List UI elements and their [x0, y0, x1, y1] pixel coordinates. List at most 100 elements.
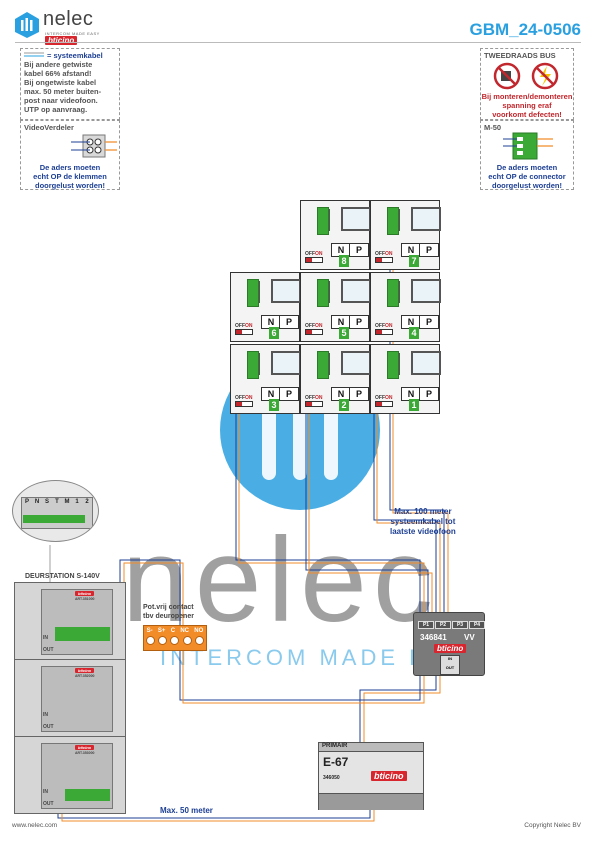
footer-website: www.nelec.com	[12, 822, 58, 829]
relay-label: Pot.vrij contact tbv deuropener	[143, 603, 194, 621]
monitor-cell: OFFON N P 5	[300, 272, 371, 342]
terminal-label: 1	[75, 499, 79, 505]
power-switch: OFFON	[305, 395, 323, 407]
splitter-note-line: echt OP de klemmen	[33, 172, 107, 181]
monitor-screen	[341, 207, 371, 231]
in-label: IN	[43, 789, 48, 795]
distributor-port: P2	[435, 621, 451, 629]
np-p: P	[279, 387, 299, 401]
no-power-icon	[493, 62, 559, 90]
switch-off-label: OFF	[305, 395, 315, 401]
door-module-1: bticino ART.351000 IN OUT	[14, 582, 126, 660]
power-switch: OFFON	[305, 323, 323, 335]
splitter-note-line: doorgelust worden!	[35, 181, 105, 190]
terminal-block-icon	[71, 134, 117, 158]
monitor-number: 7	[409, 255, 419, 267]
bus-note-title: TWEEDRAADS BUS	[484, 51, 556, 60]
np-p: P	[349, 243, 369, 257]
terminal-labels-icon	[329, 281, 334, 303]
monitor-number: 2	[339, 399, 349, 411]
power-code: 346050	[323, 775, 340, 781]
monitor-screen	[341, 279, 371, 303]
m50-note-line: echt OP de connector	[488, 172, 566, 181]
switch-off-label: OFF	[375, 395, 385, 401]
cable-note-title: = systeemkabel	[47, 51, 103, 60]
monitor-screen	[411, 279, 441, 303]
door-module-connector	[55, 627, 110, 641]
bticino-badge: bticino	[75, 591, 95, 596]
power-switch: OFFON	[375, 323, 393, 335]
out-label: OUT	[445, 665, 455, 670]
relay-terminal: NO	[194, 628, 204, 634]
in-label: IN	[448, 656, 452, 661]
bticino-badge: bticino	[434, 644, 467, 653]
cable-note-line: kabel 66% afstand!	[24, 69, 92, 78]
np-p: P	[349, 315, 369, 329]
terminal-connector	[23, 515, 85, 523]
bticino-badge: bticino	[75, 668, 95, 673]
distributor-port: P1	[418, 621, 434, 629]
relay-terminal: S+	[157, 628, 166, 634]
in-label: IN	[43, 635, 48, 641]
power-supply: PRIMAIR E-67 346050 bticino	[318, 742, 424, 810]
switch-on-label: ON	[315, 251, 323, 257]
power-switch: OFFON	[375, 395, 393, 407]
cable-note: = systeemkabel Bij andere getwiste kabel…	[20, 48, 120, 120]
power-switch: OFFON	[235, 323, 253, 335]
bus-warning-line: spanning eraf	[502, 101, 552, 110]
monitor-screen	[341, 351, 371, 375]
connector-icon	[317, 279, 329, 307]
max-100-line: laatste videofoon	[390, 527, 456, 536]
connector-icon	[387, 351, 399, 379]
np-p: P	[419, 243, 439, 257]
monitor-cell: OFFON N P 7	[370, 200, 441, 270]
nelec-logo-icon	[15, 12, 39, 38]
monitor-cell: OFFON N P 3	[230, 344, 301, 414]
connector-icon	[247, 279, 259, 307]
power-model: E-67	[323, 755, 349, 769]
np-p: P	[279, 315, 299, 329]
relay-terminal: C	[170, 628, 176, 634]
terminal-label: S	[44, 499, 49, 505]
switch-off-label: OFF	[375, 251, 385, 257]
footer-copyright: Copyright Nelec BV	[524, 822, 581, 829]
switch-on-label: ON	[315, 395, 323, 401]
monitor-screen	[271, 351, 301, 375]
splitter-note: VideoVerdeler De aders moeten echt OP de…	[20, 120, 120, 190]
power-switch: OFFON	[375, 251, 393, 263]
connector-icon	[387, 279, 399, 307]
terminal-labels-icon	[329, 353, 334, 375]
document-code: GBM_24-0506	[469, 20, 581, 39]
terminal-labels-icon	[329, 209, 334, 231]
terminal-label: M	[64, 499, 70, 505]
monitor-cell: OFFON N P 4	[370, 272, 441, 342]
connector-icon	[317, 207, 329, 235]
np-p: P	[349, 387, 369, 401]
monitor-screen	[411, 207, 441, 231]
door-station-title: DEURSTATION S-140V	[25, 573, 100, 580]
switch-off-label: OFF	[305, 251, 315, 257]
splitter-note-line: De aders moeten	[39, 163, 101, 172]
m50-note: M-50 De aders moeten echt OP de connecto…	[480, 120, 574, 190]
switch-off-label: OFF	[235, 395, 245, 401]
switch-off-label: OFF	[375, 323, 385, 329]
door-module-connector	[65, 789, 110, 801]
relay-label-line: tbv deuropener	[143, 613, 194, 620]
cable-note-line: Bij ongetwiste kabel	[24, 78, 97, 87]
monitor-screen	[411, 351, 441, 375]
distributor-vv: VV	[464, 633, 475, 642]
out-label: OUT	[43, 801, 54, 807]
switch-on-label: ON	[385, 323, 393, 329]
max-100-label: Max. 100 meter systeemkabel tot laatste …	[390, 507, 456, 537]
terminal-label: 2	[85, 499, 89, 505]
monitor-number: 1	[409, 399, 419, 411]
distributor-code: 346841	[420, 633, 447, 642]
connector-icon	[387, 207, 399, 235]
terminal-strip	[21, 497, 93, 529]
out-label: OUT	[43, 724, 54, 730]
distributor-port: P4	[469, 621, 485, 629]
